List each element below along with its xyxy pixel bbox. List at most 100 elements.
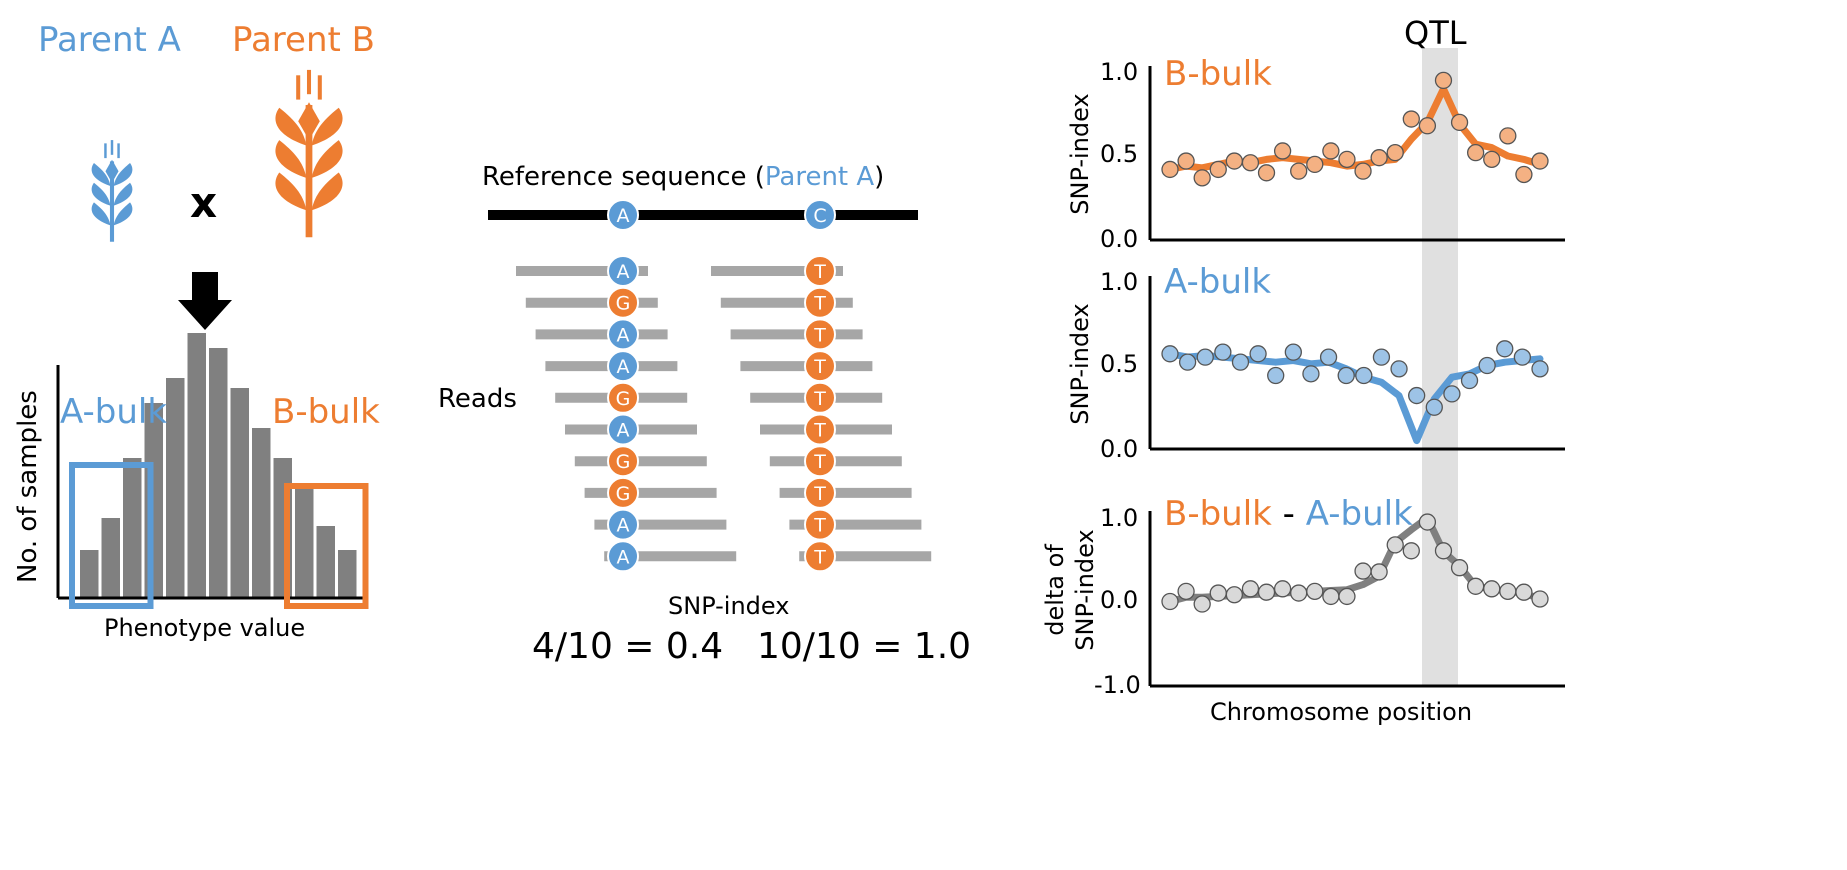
read-allele-right-letter: T xyxy=(813,515,826,537)
delta-ylabel: delta of SNP-index xyxy=(1040,510,1100,670)
a-bulk-label: A-bulk xyxy=(60,392,168,432)
delta-ylabel-line1: delta of xyxy=(1041,544,1069,636)
b-bulk-data-point xyxy=(1467,143,1485,162)
a-bulk-data-point xyxy=(1443,385,1461,403)
delta-panel-title: B-bulk - A-bulk xyxy=(1164,494,1413,534)
reference-parent-label: Parent A xyxy=(764,162,875,192)
b-bulk-data-point xyxy=(1290,162,1308,180)
delta-data-point xyxy=(1354,562,1372,580)
b-bulk-data-point xyxy=(1241,154,1260,172)
panel-tick-b-3: 0.0 xyxy=(1100,225,1139,253)
snp-index-plots xyxy=(1148,48,1565,688)
panel-tick-b-1: 1.0 xyxy=(1100,58,1139,86)
histogram-bar xyxy=(101,518,120,598)
delta-data-point xyxy=(1177,582,1195,601)
b-bulk-data-point xyxy=(1273,142,1292,160)
b-bulk-data-point xyxy=(1386,143,1404,162)
delta-data-point xyxy=(1450,559,1469,577)
read-allele-left-letter: G xyxy=(616,451,631,473)
a-bulk-trend-line xyxy=(1166,350,1544,445)
read-allele-right xyxy=(804,286,836,319)
a-bulk-data-point xyxy=(1178,353,1197,371)
delta-title-separator: - xyxy=(1271,494,1306,534)
b-bulk-data-point xyxy=(1531,152,1549,170)
delta-data-point xyxy=(1338,587,1356,606)
histogram-bar xyxy=(166,378,185,598)
a-bulk-ylabel: SNP-index xyxy=(1066,303,1094,425)
b-bulk-box xyxy=(284,483,369,609)
delta-data-point xyxy=(1273,580,1292,598)
read-allele-right-letter: T xyxy=(813,451,826,473)
b-bulk-panel-title: B-bulk xyxy=(1164,54,1272,94)
snp-index-label: SNP-index xyxy=(668,592,790,620)
delta-data-point xyxy=(1306,582,1324,601)
b-bulk-data-point xyxy=(1209,160,1227,179)
read-allele-left xyxy=(607,350,639,383)
panel-tick-b-2: 0.5 xyxy=(1100,140,1139,168)
histogram-bar xyxy=(123,458,142,598)
reads-label: Reads xyxy=(438,384,517,414)
delta-data-point xyxy=(1499,582,1517,601)
a-bulk-data-point xyxy=(1284,343,1302,361)
panel-tick-a-2: 0.5 xyxy=(1100,350,1139,378)
read-allele-right-letter: T xyxy=(813,388,826,410)
delta-data-point xyxy=(1209,584,1227,602)
reference-allele-1 xyxy=(607,199,639,231)
read-allele-left xyxy=(607,540,639,573)
a-bulk-data-point xyxy=(1355,366,1373,385)
b-bulk-data-point xyxy=(1402,110,1420,128)
histogram-bar xyxy=(338,550,357,598)
b-bulk-data-point xyxy=(1499,127,1517,145)
read-allele-right xyxy=(804,445,836,478)
read-allele-right xyxy=(804,381,836,414)
a-bulk-data-point xyxy=(1478,356,1496,375)
a-bulk-data-point xyxy=(1372,348,1391,366)
read-allele-left-letter: G xyxy=(616,293,631,315)
a-bulk-data-point xyxy=(1390,360,1408,378)
read-allele-right-letter: T xyxy=(813,324,826,346)
panel-tick-d-2: 0.0 xyxy=(1100,586,1139,614)
read-allele-right-letter: T xyxy=(813,356,826,378)
delta-data-point xyxy=(1290,584,1308,602)
delta-data-point xyxy=(1225,586,1243,604)
parent-b-label: Parent B xyxy=(232,20,375,60)
histogram-bar xyxy=(230,388,249,598)
a-bulk-data-point xyxy=(1161,345,1179,363)
histogram-ylabel: No. of samples xyxy=(13,390,43,583)
read-allele-left xyxy=(607,255,639,287)
delta-data-point xyxy=(1322,587,1340,606)
a-bulk-data-point xyxy=(1460,371,1479,390)
delta-data-point xyxy=(1161,592,1179,611)
qtl-label: QTL xyxy=(1404,14,1467,52)
wheat-icon-parent-b xyxy=(275,69,343,238)
read-allele-right xyxy=(804,476,836,509)
read-allele-right xyxy=(804,255,836,287)
read-allele-left-letter: G xyxy=(616,388,631,410)
a-bulk-data-point xyxy=(1531,360,1549,378)
b-bulk-data-point xyxy=(1483,150,1501,169)
b-bulk-data-point xyxy=(1354,162,1372,180)
read-allele-left xyxy=(607,413,639,446)
chromosome-position-label: Chromosome position xyxy=(1210,698,1473,726)
delta-ylabel-line2: SNP-index xyxy=(1071,529,1099,651)
delta-data-point xyxy=(1402,542,1420,560)
delta-data-point xyxy=(1241,580,1260,598)
panel-tick-d-3: -1.0 xyxy=(1094,671,1141,699)
a-bulk-data-point xyxy=(1496,340,1514,358)
b-bulk-data-point xyxy=(1161,160,1179,179)
b-bulk-data-point xyxy=(1257,164,1276,182)
a-bulk-data-point xyxy=(1196,348,1214,366)
read-allele-left xyxy=(607,381,639,414)
delta-data-point xyxy=(1483,580,1501,598)
a-bulk-panel-title: A-bulk xyxy=(1164,262,1272,302)
histogram-xlabel: Phenotype value xyxy=(104,614,306,642)
read-allele-left-letter: A xyxy=(617,546,630,568)
delta-data-point xyxy=(1467,577,1485,595)
b-bulk-data-point xyxy=(1225,152,1243,170)
read-allele-right xyxy=(804,318,836,351)
reference-sequence-label: Reference sequence (Parent A) xyxy=(482,162,884,192)
delta-data-point xyxy=(1370,563,1388,581)
b-bulk-data-point xyxy=(1370,149,1388,167)
b-bulk-data-point xyxy=(1418,117,1437,135)
